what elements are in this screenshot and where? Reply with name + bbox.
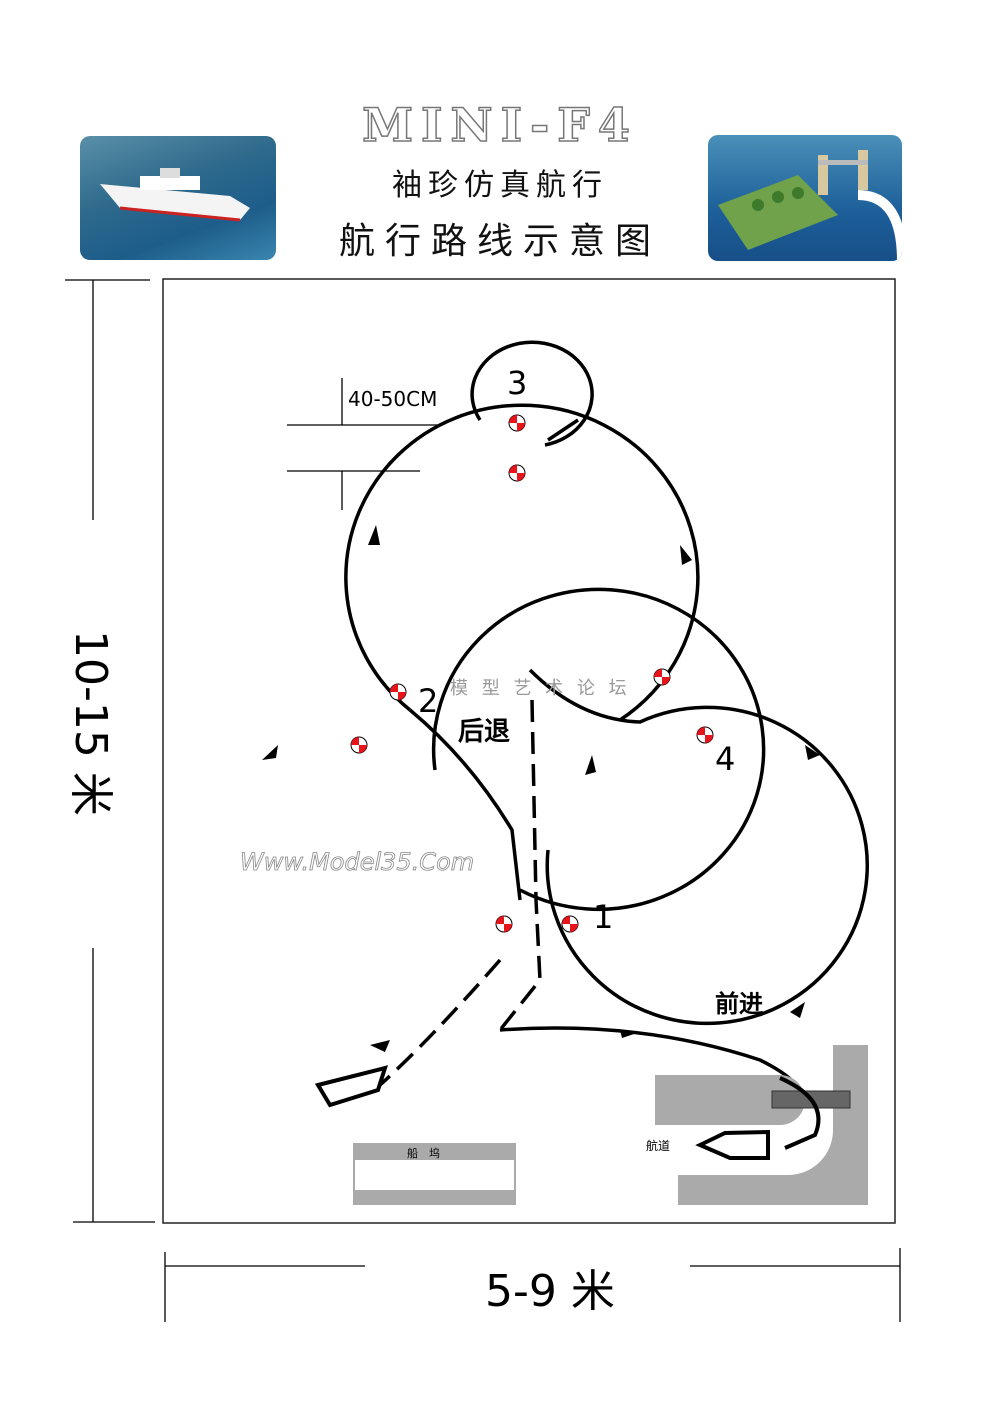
- watermark-en: Www.Model35.Com: [240, 848, 474, 876]
- buoy-icon: [508, 414, 526, 432]
- harbor: [353, 1045, 868, 1205]
- width-label: 5-9 米: [485, 1266, 615, 1317]
- buoy-icon: [696, 726, 714, 744]
- diagram-heading: 航行路线示意图: [338, 221, 661, 262]
- point-label-4: 4: [715, 740, 735, 778]
- height-label: 10-15 米: [65, 630, 116, 816]
- gap-label: 40-50CM: [348, 387, 437, 411]
- watermark-cn: 模 型 艺 术 论 坛: [450, 678, 631, 699]
- circle-3: [470, 340, 594, 447]
- reverse-dashed-path: [378, 699, 542, 1087]
- arrow-icon: [680, 545, 692, 565]
- buoy-icon: [508, 464, 526, 482]
- direction-arrows: [262, 525, 820, 1052]
- point-label-1: 1: [593, 898, 613, 936]
- buoy-icon: [561, 915, 579, 933]
- buoy-icon: [653, 668, 671, 686]
- boat-docked: [695, 1129, 770, 1160]
- arrow-icon: [790, 1002, 805, 1018]
- arrow-icon: [620, 1030, 640, 1038]
- point-label-2: 2: [418, 682, 438, 720]
- bridge-model-icon: [718, 150, 902, 261]
- arrow-icon: [370, 1040, 390, 1052]
- right-circle: [528, 668, 869, 1026]
- top-circle: [344, 403, 700, 722]
- buoy-icon: [495, 915, 513, 933]
- boat-start: [314, 1065, 388, 1108]
- arrow-icon: [368, 525, 380, 545]
- cruise-ship-photo: [80, 136, 276, 260]
- left-circle: [431, 587, 766, 912]
- top-to-left: [408, 708, 522, 901]
- arrow-icon: [805, 745, 820, 760]
- reverse-label: 后退: [458, 717, 510, 747]
- arrow-3: [547, 418, 579, 442]
- dock-label: 船 坞: [407, 1146, 440, 1160]
- buoy-icon: [350, 736, 368, 754]
- arrow-icon: [585, 755, 596, 775]
- arrow-icon: [262, 745, 278, 760]
- buoys: [350, 414, 714, 933]
- dimension-lines: [65, 279, 901, 1322]
- title: MINI-F4: [361, 97, 638, 153]
- tower-bridge-model-photo: [708, 135, 902, 261]
- ship-icon: [100, 168, 250, 222]
- subtitle: 袖珍仿真航行: [392, 168, 608, 203]
- buoy-icon: [389, 683, 407, 701]
- channel-label: 航道: [646, 1138, 670, 1153]
- point-label-3: 3: [507, 364, 527, 402]
- forward-label: 前进: [715, 990, 763, 1018]
